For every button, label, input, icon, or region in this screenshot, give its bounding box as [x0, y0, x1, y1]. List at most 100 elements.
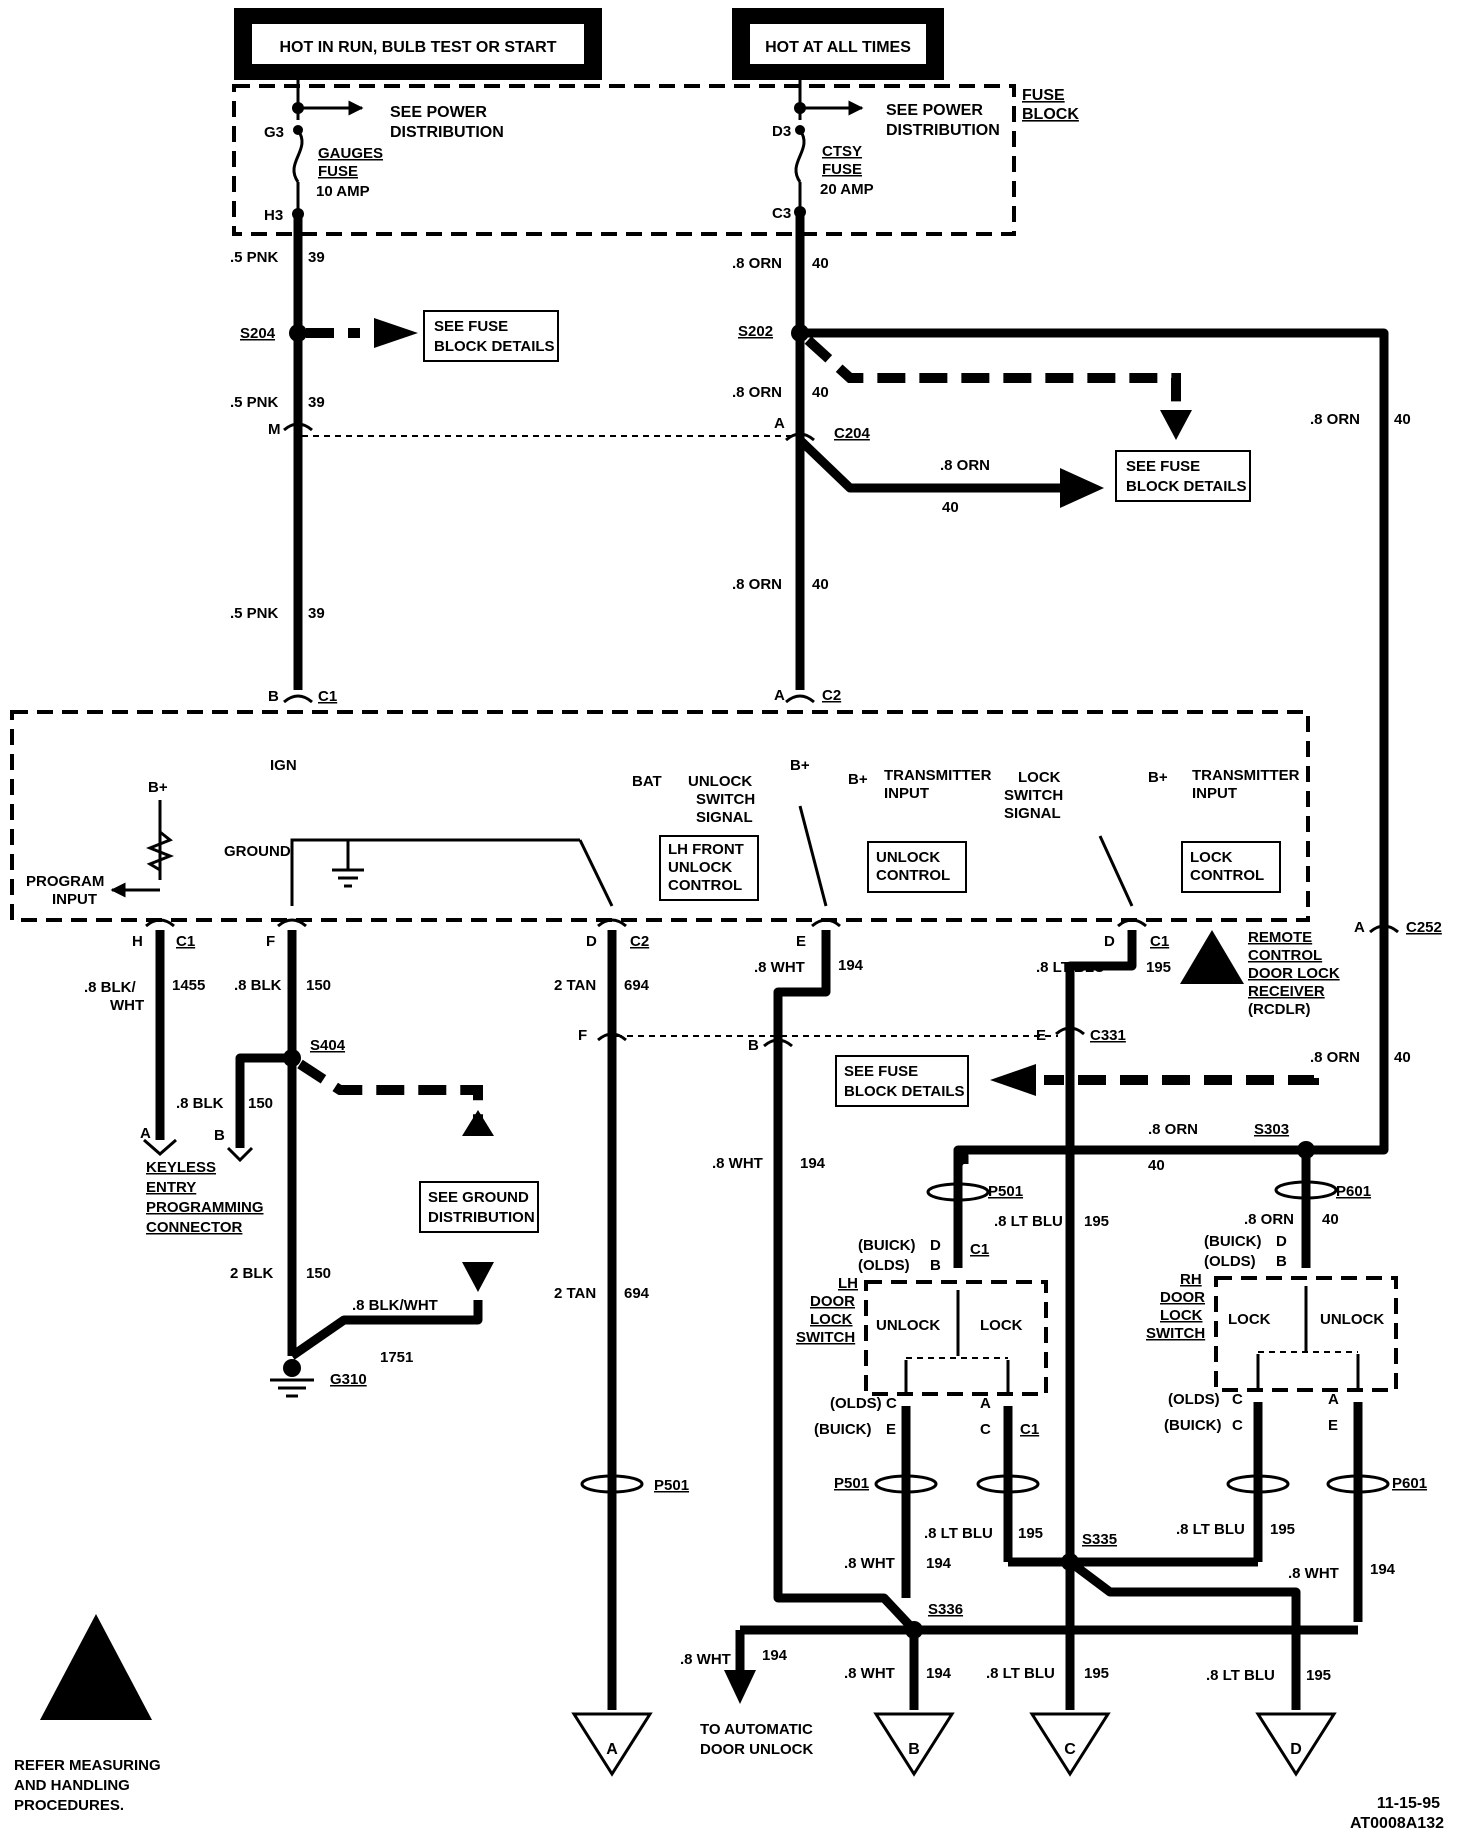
svg-text:LOCK: LOCK [1228, 1311, 1271, 1328]
svg-text:B+: B+ [790, 757, 810, 774]
svg-text:SEE FUSE: SEE FUSE [844, 1063, 918, 1080]
svg-text:.8 WHT: .8 WHT [844, 1555, 895, 1572]
svg-text:.8 WHT: .8 WHT [1288, 1565, 1339, 1582]
svg-text:B: B [748, 1037, 759, 1054]
svg-text:UNLOCK: UNLOCK [1320, 1311, 1384, 1328]
svg-text:ENTRY: ENTRY [146, 1179, 196, 1196]
svg-text:150: 150 [248, 1095, 273, 1112]
svg-text:39: 39 [308, 394, 325, 411]
svg-text:DISTRIBUTION: DISTRIBUTION [886, 122, 1000, 139]
svg-text:SWITCH: SWITCH [796, 1329, 855, 1346]
svg-text:.8 BLK: .8 BLK [176, 1095, 224, 1112]
svg-text:D: D [1104, 933, 1115, 950]
svg-text:.8 LT BLU: .8 LT BLU [994, 1213, 1063, 1230]
svg-text:C2: C2 [822, 687, 841, 704]
svg-text:B+: B+ [1148, 769, 1168, 786]
svg-text:B: B [268, 688, 279, 705]
header-hot-in-run: HOT IN RUN, BULB TEST OR START [234, 8, 602, 80]
svg-text:SEE POWER: SEE POWER [390, 104, 487, 121]
see-fuse-box-1: SEE FUSE BLOCK DETAILS [423, 310, 559, 362]
svg-text:PROGRAMMING: PROGRAMMING [146, 1199, 264, 1216]
svg-text:UNLOCK: UNLOCK [688, 773, 752, 790]
wire-blk-150: .8 BLK 150 S404 B .8 BLK 150 2 BLK 150 .… [176, 930, 483, 1398]
svg-text:CTSY: CTSY [822, 143, 862, 160]
c204-branch-label: .8 ORN [940, 457, 990, 474]
svg-text:20 AMP: 20 AMP [820, 181, 874, 198]
svg-text:TRANSMITTER: TRANSMITTER [1192, 767, 1300, 784]
wire-tan-694: 2 TAN 694 F 2 TAN 694 P501 A [554, 930, 689, 1777]
svg-text:D3: D3 [772, 123, 791, 140]
s204-arrow [374, 318, 418, 348]
svg-text:INPUT: INPUT [1192, 785, 1237, 802]
svg-text:DISTRIBUTION: DISTRIBUTION [390, 124, 504, 141]
svg-text:E: E [1328, 1417, 1338, 1434]
svg-text:40: 40 [1394, 1049, 1411, 1066]
svg-text:UNLOCK: UNLOCK [876, 1317, 940, 1334]
s404-arrow [462, 1110, 494, 1136]
svg-text:.8 LT BLU: .8 LT BLU [1206, 1667, 1275, 1684]
svg-text:194: 194 [926, 1665, 952, 1682]
svg-text:A: A [774, 415, 785, 432]
svg-text:40: 40 [1322, 1211, 1339, 1228]
svg-text:195: 195 [1018, 1525, 1043, 1542]
svg-text:195: 195 [1084, 1213, 1109, 1230]
svg-text:D: D [1290, 1741, 1302, 1758]
svg-text:2 TAN: 2 TAN [554, 977, 596, 994]
svg-text:40: 40 [812, 384, 829, 401]
svg-text:H: H [132, 933, 143, 950]
svg-text:UNLOCK: UNLOCK [668, 859, 732, 876]
svg-text:BLOCK: BLOCK [1022, 106, 1079, 123]
svg-text:S336: S336 [928, 1601, 963, 1618]
svg-text:TRANSMITTER: TRANSMITTER [884, 767, 992, 784]
svg-text:195: 195 [1084, 1665, 1109, 1682]
svg-text:LOCK: LOCK [1018, 769, 1061, 786]
svg-text:LOCK: LOCK [1190, 849, 1233, 866]
svg-text:2 BLK: 2 BLK [230, 1265, 274, 1282]
svg-text:SEE GROUND: SEE GROUND [428, 1189, 529, 1206]
see-ground-box: SEE GROUND DISTRIBUTION [419, 1181, 539, 1233]
svg-text:.5 PNK: .5 PNK [230, 605, 279, 622]
svg-text:DOOR: DOOR [810, 1293, 855, 1310]
wire-blkwht-1455: .8 BLK/ WHT 1455 A KEYLESS ENTRY PROGRAM… [84, 930, 264, 1236]
svg-text:.5 PNK: .5 PNK [230, 394, 279, 411]
svg-text:S303: S303 [1254, 1121, 1289, 1138]
svg-text:150: 150 [306, 1265, 331, 1282]
svg-text:694: 694 [624, 977, 650, 994]
svg-text:C3: C3 [772, 205, 791, 222]
svg-text:C: C [886, 1395, 897, 1412]
offpage-d: D [1255, 1712, 1337, 1777]
svg-text:GAUGES: GAUGES [318, 145, 383, 162]
svg-text:P501: P501 [834, 1475, 869, 1492]
svg-text:BLOCK DETAILS: BLOCK DETAILS [1126, 478, 1247, 495]
svg-text:BLOCK DETAILS: BLOCK DETAILS [844, 1083, 965, 1100]
svg-text:A: A [1354, 919, 1365, 936]
svg-text:BAT: BAT [632, 773, 662, 790]
svg-text:.8 WHT: .8 WHT [754, 959, 805, 976]
svg-text:39: 39 [308, 605, 325, 622]
svg-text:INPUT: INPUT [52, 891, 97, 908]
svg-text:194: 194 [838, 957, 864, 974]
svg-text:.8 ORN: .8 ORN [1148, 1121, 1198, 1138]
s202-arrow [1160, 410, 1192, 440]
svg-text:FUSE: FUSE [1022, 87, 1065, 104]
svg-text:REMOTE: REMOTE [1248, 929, 1312, 946]
svg-text:G310: G310 [330, 1371, 367, 1388]
esd-warning: REFER MEASURING AND HANDLING PROCEDURES. [14, 1614, 161, 1814]
svg-text:HOT AT ALL TIMES: HOT AT ALL TIMES [765, 39, 911, 56]
svg-text:.8 WHT: .8 WHT [680, 1651, 731, 1668]
svg-text:E: E [1036, 1027, 1046, 1044]
svg-text:SEE FUSE: SEE FUSE [1126, 458, 1200, 475]
svg-text:LH: LH [838, 1275, 858, 1292]
svg-text:FUSE: FUSE [822, 161, 862, 178]
svg-text:CONTROL: CONTROL [876, 867, 950, 884]
svg-text:TO AUTOMATIC: TO AUTOMATIC [700, 1721, 813, 1738]
svg-text:SWITCH: SWITCH [1004, 787, 1063, 804]
svg-text:SIGNAL: SIGNAL [696, 809, 753, 826]
svg-text:S335: S335 [1082, 1531, 1117, 1548]
svg-text:C1: C1 [1020, 1421, 1039, 1438]
svg-text:SWITCH: SWITCH [696, 791, 755, 808]
s303-dash [1044, 1075, 1319, 1085]
svg-text:(BUICK): (BUICK) [858, 1237, 916, 1254]
svg-text:WHT: WHT [110, 997, 144, 1014]
